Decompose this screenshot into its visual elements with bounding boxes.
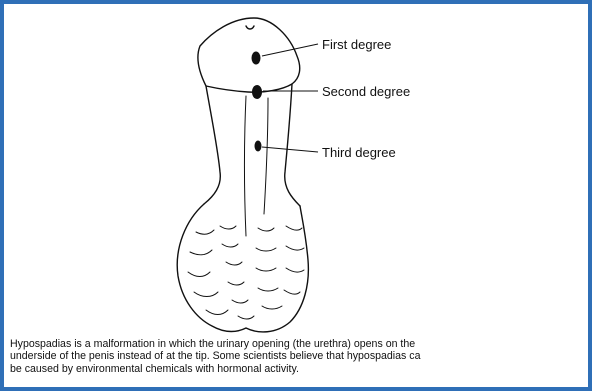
second-degree-label: Second degree <box>322 85 410 98</box>
shaft-line-right <box>264 98 268 214</box>
shaft-left-edge <box>204 86 220 204</box>
median-raphe <box>245 96 247 236</box>
caption-line-1: Hypospadias is a malformation in which t… <box>10 338 588 350</box>
scrotum-outline <box>177 204 308 332</box>
caption-line-3: be caused by environmental chemicals wit… <box>10 363 588 375</box>
first-degree-leader <box>262 44 318 56</box>
tip-mark <box>246 26 254 29</box>
caption-line-2: underside of the penis instead of at the… <box>10 350 588 362</box>
shaft-right-edge <box>285 84 300 206</box>
third-degree-leader <box>262 147 318 152</box>
scrotal-rugae <box>188 226 304 319</box>
second-degree-dot <box>252 85 262 99</box>
first-degree-label: First degree <box>322 38 391 51</box>
third-degree-dot <box>255 141 262 152</box>
first-degree-dot <box>252 52 261 65</box>
caption-text: Hypospadias is a malformation in which t… <box>10 338 588 375</box>
third-degree-label: Third degree <box>322 146 396 159</box>
